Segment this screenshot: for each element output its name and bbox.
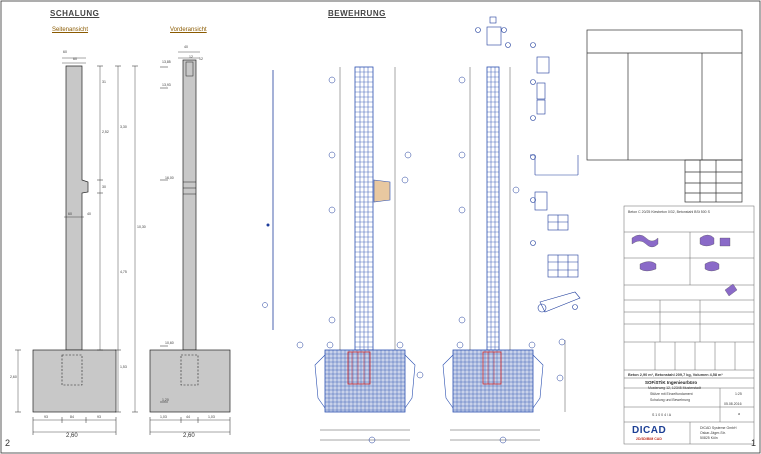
dim-label: 13,93 bbox=[162, 83, 171, 87]
dim-label: 1,03 bbox=[160, 415, 167, 419]
dim-label: 12 bbox=[199, 57, 203, 61]
plan-number: S 1 0 0 4 / A bbox=[652, 413, 672, 417]
dim-label-total: 2,60 bbox=[183, 433, 195, 439]
dim-label: 60 bbox=[73, 57, 77, 61]
dim-label: 1,20 bbox=[162, 398, 169, 402]
section-title-rebar: BEWEHRUNG bbox=[328, 9, 386, 18]
rebar-view-2 bbox=[442, 66, 566, 441]
dim-label: 2,60 bbox=[10, 375, 17, 379]
view-label-front: Vorderansicht bbox=[170, 27, 207, 33]
dim-label: 10,60 bbox=[165, 341, 174, 345]
dim-label: 12 bbox=[189, 55, 193, 59]
dim-label-total: 2,60 bbox=[66, 433, 78, 439]
title-block-frame bbox=[623, 205, 755, 445]
view-label-side: Seitenansicht bbox=[52, 27, 89, 33]
dim-label: 31 bbox=[102, 80, 106, 84]
scale-value: 1:25 bbox=[735, 392, 742, 396]
project-line-2: Schalung und Bewehrung bbox=[650, 398, 691, 402]
company-name: SOFiSTiK Ingenieurbüro bbox=[645, 380, 698, 385]
formwork-side-view bbox=[15, 57, 138, 435]
dim-label: 93 bbox=[97, 415, 101, 419]
section-title-formwork: SCHALUNG bbox=[50, 9, 100, 18]
dim-label: 60 bbox=[68, 212, 72, 216]
bending-schedule bbox=[475, 16, 581, 313]
dim-label: 93 bbox=[44, 415, 48, 419]
dim-label: 2,52 bbox=[102, 130, 109, 134]
dim-label: 40 bbox=[184, 45, 188, 49]
corner-mark-right: 1 bbox=[751, 438, 757, 448]
revision-index: a bbox=[738, 412, 740, 416]
dim-label: 10,30 bbox=[137, 225, 146, 229]
dim-label: 3,30 bbox=[120, 125, 127, 129]
title-block-sketches bbox=[631, 234, 738, 297]
legend-table bbox=[586, 29, 743, 203]
vendor-line-2: Oskar-Jäger-Str. bbox=[700, 431, 726, 435]
dim-label: 1,03 bbox=[208, 415, 215, 419]
dim-label: 60 bbox=[63, 50, 67, 54]
dim-label: 1,53 bbox=[120, 365, 127, 369]
dicad-logo: DICAD bbox=[632, 425, 667, 436]
corner-mark-left: 2 bbox=[5, 438, 11, 448]
dim-label: 40 bbox=[87, 212, 91, 216]
dim-label: 4,75 bbox=[120, 270, 127, 274]
logo-subtitle: 2D/3D/BIM CAD bbox=[636, 437, 662, 441]
company-address: Musterweg 12, 12345 Musterstadt bbox=[648, 386, 701, 390]
material-info: Beton C 20/25 Kiesbeton 0/32, Betonstahl… bbox=[628, 210, 710, 214]
date-value: 05.08.2016 bbox=[724, 402, 742, 406]
dim-label: 30 bbox=[102, 185, 106, 189]
vendor-line-3: 50825 Köln bbox=[700, 436, 718, 440]
dim-label: 13,85 bbox=[162, 60, 171, 64]
formwork-front-view bbox=[149, 51, 231, 435]
position-markers bbox=[296, 76, 566, 444]
rebar-view-1 bbox=[314, 66, 416, 441]
dim-label: 84 bbox=[70, 415, 74, 419]
weights-line: Beton 2,90 m³, Betonstahl 209,7 kg, Volu… bbox=[628, 373, 723, 377]
vendor-line-1: DICAD Systeme GmbH bbox=[700, 426, 737, 430]
dim-label: 44 bbox=[186, 415, 190, 419]
project-line-1: Stütze mit Einzelfundament bbox=[650, 392, 693, 396]
dim-label: 16,00 bbox=[165, 176, 174, 180]
